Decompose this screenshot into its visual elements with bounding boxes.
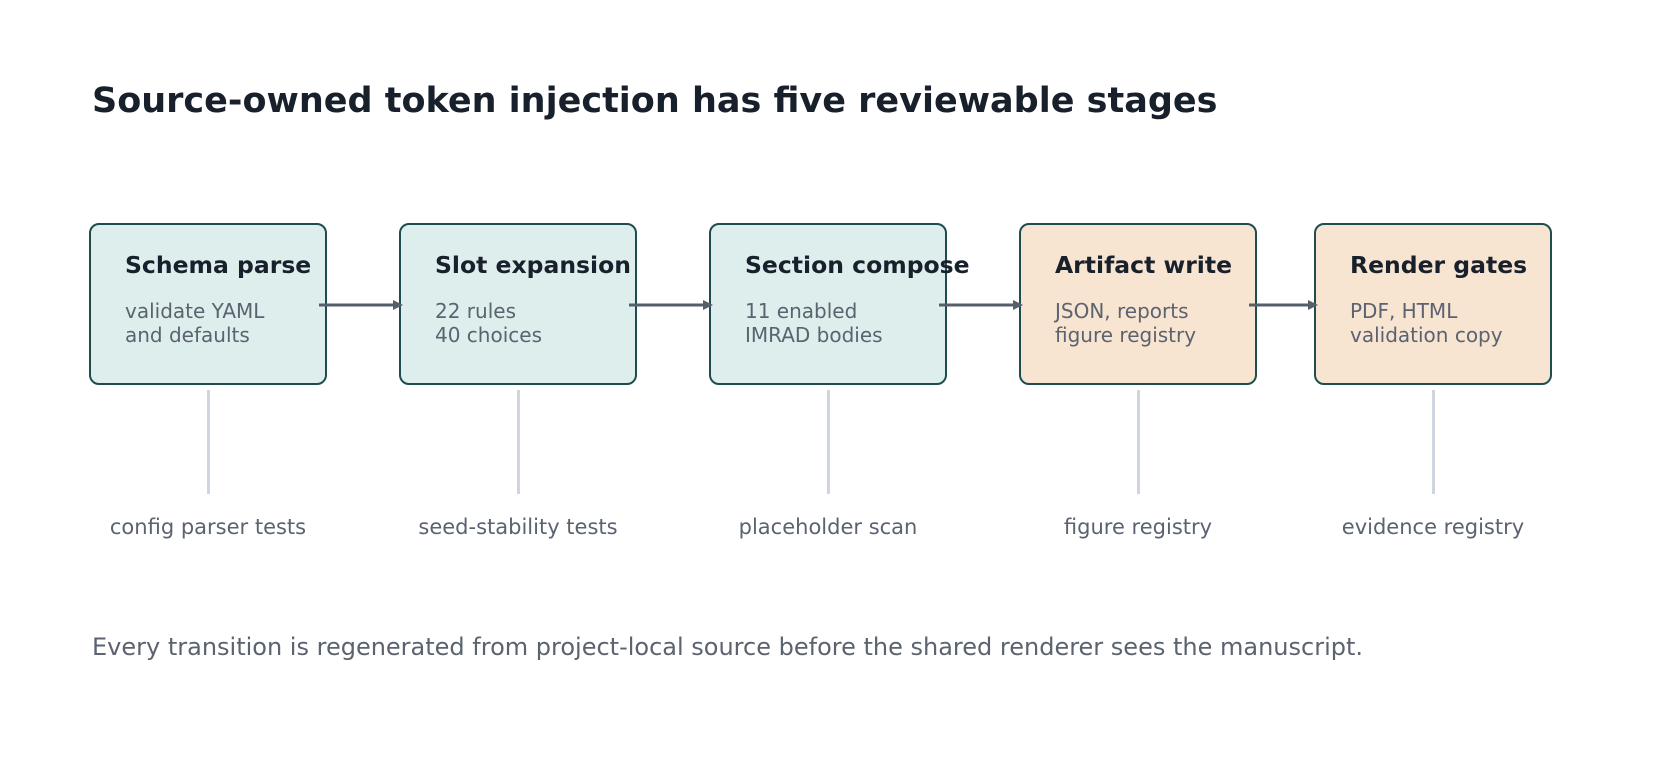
stage-connector-line: [1432, 390, 1435, 494]
stage-desc-line: PDF, HTML: [1350, 299, 1458, 323]
check-label: placeholder scan: [738, 515, 918, 539]
stage-box-section-compose: Section compose 11 enabled IMRAD bodies: [709, 223, 970, 385]
stage-connector-line: [1137, 390, 1140, 494]
stage-box-schema-parse: Schema parse validate YAML and defaults: [89, 223, 327, 385]
stage-title: Schema parse: [125, 251, 312, 279]
diagram-footnote: Every transition is regenerated from pro…: [92, 633, 1364, 661]
stage-desc-line: validate YAML: [125, 299, 265, 323]
stage-desc-line: and defaults: [125, 323, 250, 347]
stage-title: Slot expansion: [435, 251, 631, 279]
stage-box-slot-expansion: Slot expansion 22 rules 40 choices: [399, 223, 637, 385]
stage-box-render-gates: Render gates PDF, HTML validation copy: [1314, 223, 1552, 385]
stage-desc-line: 22 rules: [435, 299, 516, 323]
stage-description: 11 enabled IMRAD bodies: [745, 299, 883, 347]
stage-description: validate YAML and defaults: [125, 299, 264, 347]
stage-title: Render gates: [1350, 251, 1528, 279]
stage-description: PDF, HTML validation copy: [1350, 299, 1503, 347]
stage-desc-line: 11 enabled: [745, 299, 858, 323]
stage-description: 22 rules 40 choices: [435, 299, 542, 347]
check-label: config parser tests: [109, 515, 307, 539]
stage-desc-line: JSON, reports: [1055, 299, 1189, 323]
stage-connector-line: [827, 390, 830, 494]
stage-box-artifact-write: Artifact write JSON, reports figure regi…: [1019, 223, 1257, 385]
stage-desc-line: IMRAD bodies: [745, 323, 883, 347]
check-label: figure registry: [1063, 515, 1213, 539]
stage-desc-line: validation copy: [1350, 323, 1503, 347]
stage-desc-line: figure registry: [1055, 323, 1197, 347]
stage-connector-line: [517, 390, 520, 494]
stage-desc-line: 40 choices: [435, 323, 542, 347]
diagram-title: Source-owned token injection has five re…: [92, 81, 1218, 121]
stage-title: Artifact write: [1055, 251, 1233, 279]
check-label: evidence registry: [1341, 515, 1525, 539]
stage-connector-line: [207, 390, 210, 494]
check-label: seed-stability tests: [418, 515, 618, 539]
stage-description: JSON, reports figure registry: [1055, 299, 1196, 347]
stage-title: Section compose: [745, 251, 970, 279]
